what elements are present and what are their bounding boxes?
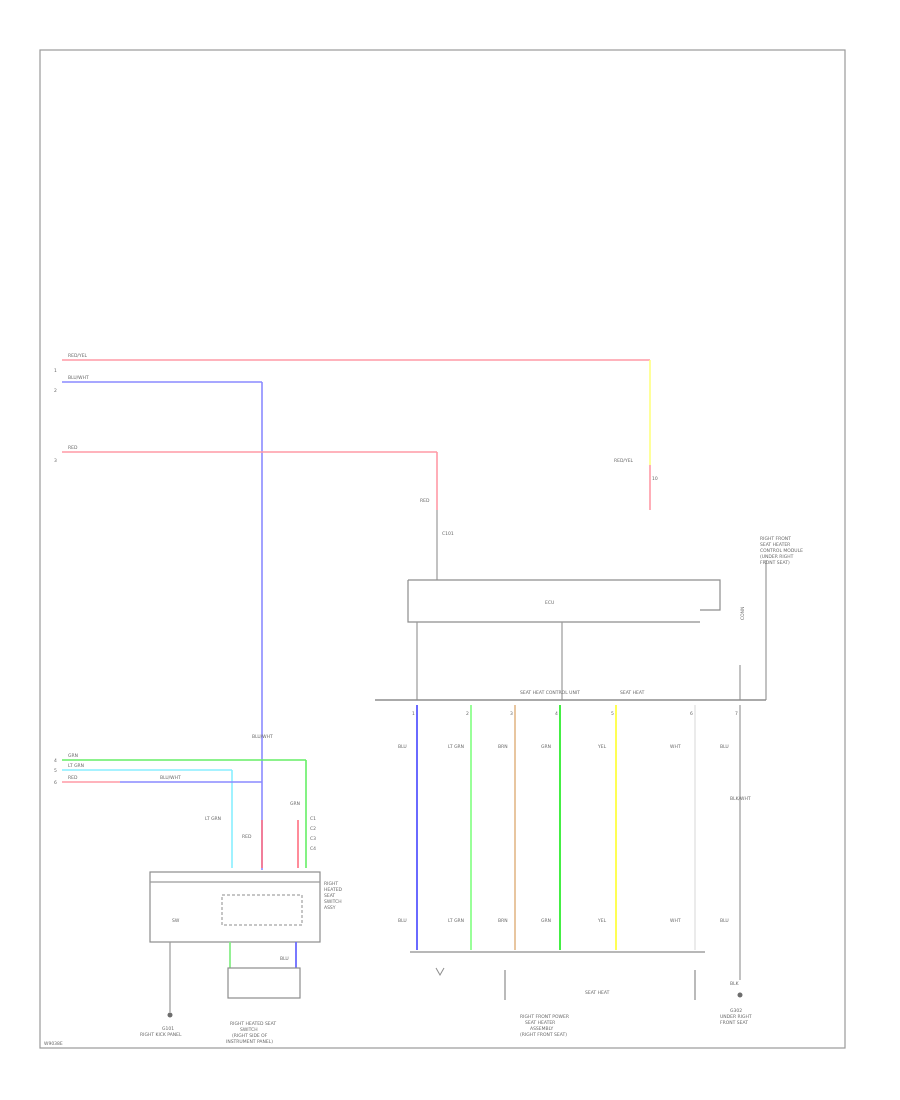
bottom-right-title-0: G302 bbox=[730, 1008, 742, 1014]
bus-top-label-7: BLU bbox=[720, 744, 729, 750]
bus-pin-6: 6 bbox=[690, 711, 693, 717]
bus-bottom-label-6: WHT bbox=[670, 918, 681, 924]
bottom-mid-title-3: (RIGHT FRONT SEAT) bbox=[520, 1032, 567, 1038]
top-right-note-2: CONTROL MODULE bbox=[760, 548, 803, 554]
bus-bottom-label-5: YEL bbox=[597, 918, 607, 924]
switch-body bbox=[149, 871, 321, 943]
switch-side-note-0: RIGHT bbox=[324, 881, 338, 887]
sw-conn-c1: C1 bbox=[310, 816, 316, 822]
bus-top-label-2: LT GRN bbox=[448, 744, 464, 750]
ground-dot-right bbox=[737, 992, 743, 998]
label-red-drop: RED bbox=[420, 498, 430, 504]
label-wire-in2: BLU/WHT bbox=[68, 375, 89, 381]
bottom-right-title-2: FRONT SEAT bbox=[720, 1020, 748, 1026]
label-blu-vertical: BLU/WHT bbox=[252, 734, 273, 740]
figure-id: W9038E bbox=[44, 1041, 63, 1047]
label-bluwht-small: BLU/WHT bbox=[160, 775, 181, 781]
sw-label-red: RED bbox=[242, 834, 252, 840]
bus-pin-7: 7 bbox=[735, 711, 738, 717]
label-wire-in3: RED bbox=[68, 445, 78, 451]
top-right-note-1: SEAT HEATER bbox=[760, 542, 790, 548]
sw-label-grn: GRN bbox=[290, 801, 300, 807]
bus-bottom-label-3: BRN bbox=[498, 918, 508, 924]
bus-top-label-6: WHT bbox=[670, 744, 681, 750]
bus-pin-2: 2 bbox=[466, 711, 469, 717]
sw-conn-c3: C3 bbox=[310, 836, 316, 842]
bus-bottom-label-4: GRN bbox=[541, 918, 551, 924]
switch-side-note-3: SWITCH bbox=[324, 899, 342, 905]
bus-pin-3: 3 bbox=[510, 711, 513, 717]
ground-dot-left bbox=[167, 1012, 173, 1018]
label-wire-in1: RED/YEL bbox=[68, 353, 88, 359]
switch-side-note-4: ASSY bbox=[324, 905, 336, 911]
top-right-note-3: (UNDER RIGHT bbox=[760, 554, 794, 560]
heater-element-symbol bbox=[435, 967, 445, 977]
sw-label-ltgrn: LT GRN bbox=[205, 816, 221, 822]
sw-conn-c2: C2 bbox=[310, 826, 316, 832]
switch-side-note-2: SEAT bbox=[324, 893, 335, 899]
label-drop-pin-b: 10 bbox=[652, 476, 658, 482]
switch-inner-contacts bbox=[221, 894, 303, 926]
ecu-vertical-label: CONN bbox=[740, 607, 746, 620]
label-blk-wht: BLK/WHT bbox=[730, 796, 751, 802]
label-ltgrn: LT GRN bbox=[68, 763, 84, 769]
switch-sw-label: SW bbox=[172, 918, 180, 924]
label-red-small: RED bbox=[68, 775, 78, 781]
small-terminal-4: 4 bbox=[54, 758, 57, 764]
bus-bottom-label-1: BLU bbox=[398, 918, 407, 924]
heater-assembly-label: SEAT HEAT bbox=[585, 990, 610, 996]
top-right-note-4: FRONT SEAT) bbox=[760, 560, 790, 566]
label-blk-bottom: BLK bbox=[730, 981, 740, 987]
sw-label-blu: BLU bbox=[280, 956, 289, 962]
bus-pin-1: 1 bbox=[412, 711, 415, 717]
sw-conn-c4: C4 bbox=[310, 846, 316, 852]
bus-group-right-label: SEAT HEAT bbox=[620, 690, 645, 696]
bus-top-label-1: BLU bbox=[398, 744, 407, 750]
bottom-mid-title-0: RIGHT FRONT POWER bbox=[520, 1014, 569, 1020]
input-terminal-1: 1 bbox=[54, 368, 57, 374]
bus-pin-5: 5 bbox=[611, 711, 614, 717]
ground-sub-label: RIGHT KICK PANEL bbox=[140, 1032, 182, 1038]
input-terminal-2: 2 bbox=[54, 388, 57, 394]
bottom-left-title-3: INSTRUMENT PANEL) bbox=[226, 1039, 273, 1045]
switch-side-note-1: HEATED bbox=[324, 887, 343, 893]
bottom-left-title-1: SWITCH bbox=[240, 1027, 258, 1033]
label-drop-pin-a: C101 bbox=[442, 531, 454, 537]
diagram-frame bbox=[39, 49, 846, 1049]
label-grn: GRN bbox=[68, 753, 78, 759]
bus-top-label-5: YEL bbox=[597, 744, 607, 750]
bus-bottom-label-2: LT GRN bbox=[448, 918, 464, 924]
top-right-note-0: RIGHT FRONT bbox=[760, 536, 791, 542]
bus-bottom-label-7: BLU bbox=[720, 918, 729, 924]
bottom-mid-title-2: ASSEMBLY bbox=[530, 1026, 554, 1032]
bottom-left-title-2: (RIGHT SIDE OF bbox=[232, 1033, 268, 1039]
bottom-right-title-1: UNDER RIGHT bbox=[720, 1014, 752, 1020]
heater-assembly-outline bbox=[504, 970, 696, 1000]
small-terminal-6: 6 bbox=[54, 780, 57, 786]
bus-top-label-4: GRN bbox=[541, 744, 551, 750]
bus-group-left-label: SEAT HEAT CONTROL UNIT bbox=[520, 690, 580, 696]
ecu-label: ECU bbox=[545, 600, 554, 606]
bus-top-label-3: BRN bbox=[498, 744, 508, 750]
input-terminal-3: 3 bbox=[54, 458, 57, 464]
ground-label: G101 bbox=[162, 1026, 174, 1032]
bus-pin-4: 4 bbox=[555, 711, 558, 717]
ecu-box-outline bbox=[407, 579, 721, 623]
switch-indicator-box bbox=[227, 967, 301, 999]
label-redyel-drop: RED/YEL bbox=[614, 458, 634, 464]
small-terminal-5: 5 bbox=[54, 768, 57, 774]
bottom-mid-title-1: SEAT HEATER bbox=[525, 1020, 555, 1026]
bottom-left-title-0: RIGHT HEATED SEAT bbox=[230, 1021, 276, 1027]
